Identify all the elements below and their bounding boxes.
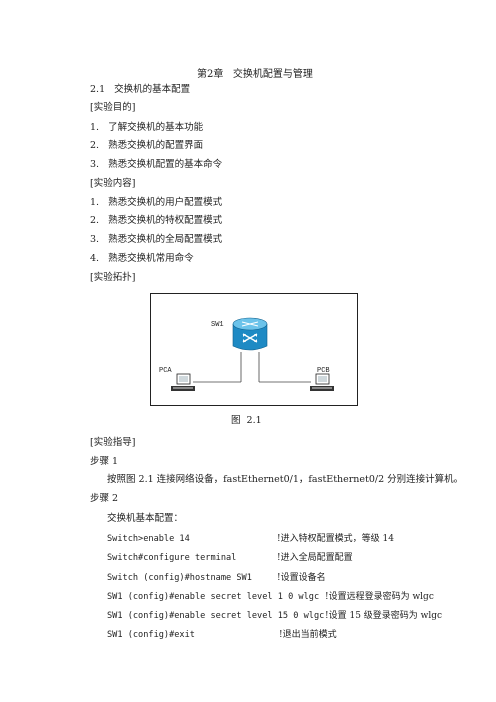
command-line: SW1 (config)#exit !退出当前模式 <box>107 629 487 641</box>
content-item: 2. 熟悉交换机的特权配置模式 <box>90 215 223 226</box>
pc-a-label: PCA <box>159 367 172 375</box>
switch-icon <box>232 317 268 351</box>
objectives-header: [实验目的] <box>90 102 136 113</box>
section-title: 2.1 交换机的基本配置 <box>90 84 191 95</box>
step2-label: 步骤 2 <box>90 493 119 504</box>
command-line: Switch#configure terminal !进入全局配置配置 <box>107 552 487 564</box>
pc-a-icon <box>171 373 195 391</box>
content-item: 4. 熟悉交换机常用命令 <box>90 253 194 264</box>
command-comment: !设置 15 级登录密码为 wlgc <box>325 611 443 621</box>
step2-intro: 交换机基本配置： <box>107 513 184 524</box>
command-comment: !进入特权配置模式，等级 14 <box>277 534 394 544</box>
topology-graphic <box>171 317 334 391</box>
command-text: Switch>enable 14 <box>107 534 190 544</box>
command-text: SW1 (config)#exit <box>107 630 195 640</box>
figure-caption: 图 2.1 <box>231 415 262 426</box>
step1-label: 步骤 1 <box>90 456 119 467</box>
guide-header: [实验指导] <box>90 437 136 448</box>
pc-b-label: PCB <box>317 367 330 375</box>
step1-text: 按照图 2.1 连接网络设备，fastEthernet0/1，fastEther… <box>107 474 464 485</box>
topology-header: [实验拓扑] <box>90 272 136 283</box>
command-text: Switch (config)#hostname SW1 <box>107 573 252 583</box>
topology-diagram: SW1 PCA PCB <box>150 293 358 406</box>
objective-item: 1. 了解交换机的基本功能 <box>90 122 204 133</box>
objective-item: 2. 熟悉交换机的配置界面 <box>90 140 204 151</box>
command-line: SW1 (config)#enable secret level 1 0 wlg… <box>107 591 487 603</box>
command-comment: !设置设备名 <box>277 573 326 583</box>
command-comment: !设置远程登录密码为 wlgc <box>325 592 434 602</box>
content-item: 3. 熟悉交换机的全局配置模式 <box>90 234 223 245</box>
command-text: SW1 (config)#enable secret level 1 0 wlg… <box>107 592 320 602</box>
command-comment: !退出当前模式 <box>279 630 337 640</box>
chapter-title: 第2章 交换机配置与管理 <box>197 69 313 80</box>
command-text: SW1 (config)#enable secret level 15 0 wl… <box>107 611 325 621</box>
content-header: [实验内容] <box>90 178 136 189</box>
objective-item: 3. 熟悉交换机配置的基本命令 <box>90 159 223 170</box>
switch-label: SW1 <box>211 321 224 329</box>
content-item: 1. 熟悉交换机的用户配置模式 <box>90 197 223 208</box>
command-text: Switch#configure terminal <box>107 553 237 563</box>
command-line: Switch>enable 14 !进入特权配置模式，等级 14 <box>107 533 487 545</box>
command-line: Switch (config)#hostname SW1 !设置设备名 <box>107 572 487 584</box>
command-comment: !进入全局配置配置 <box>277 553 353 563</box>
pc-b-icon <box>310 373 334 391</box>
command-line: SW1 (config)#enable secret level 15 0 wl… <box>107 610 487 622</box>
